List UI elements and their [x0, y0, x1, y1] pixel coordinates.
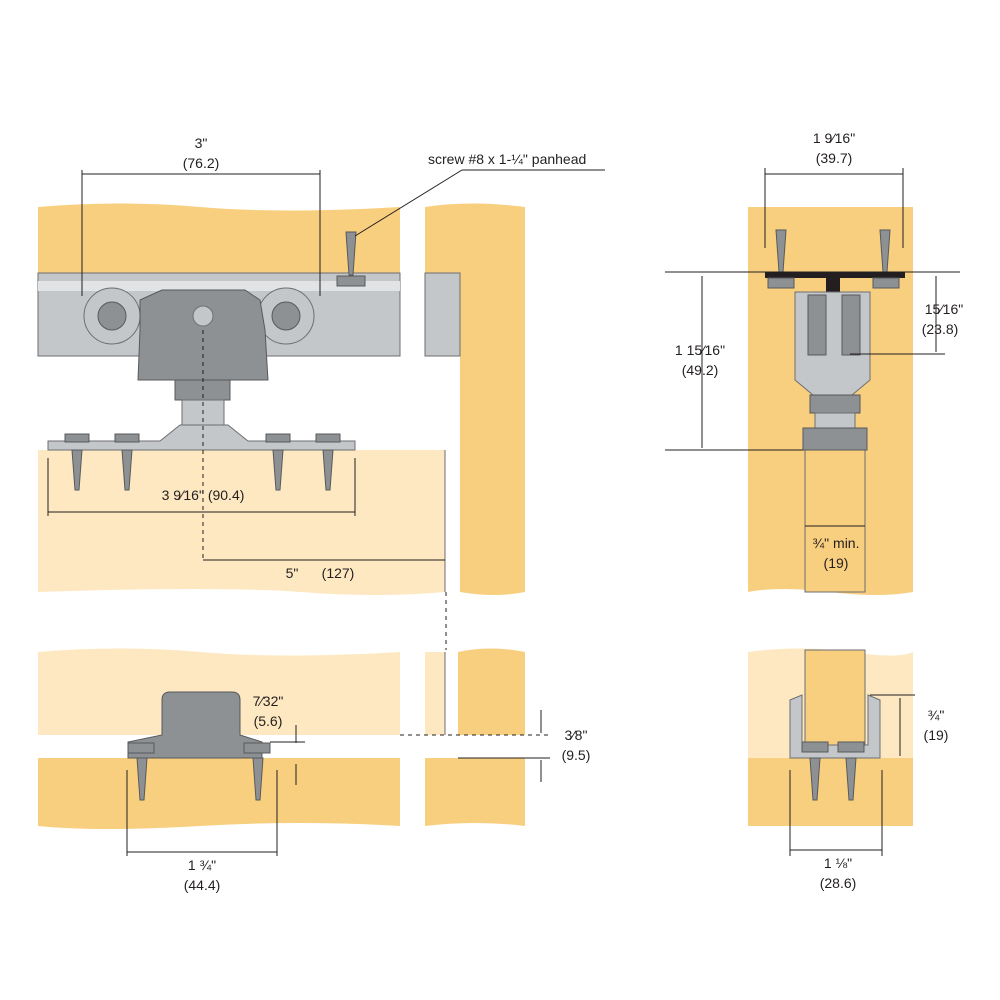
plate-screws — [64, 433, 341, 491]
dim-channel-height: ¾" — [928, 707, 945, 723]
dim-guide-height: 7⁄32" — [253, 693, 284, 709]
dim-door-thickness: ¾" min. — [813, 535, 860, 551]
roller-carriage — [137, 289, 269, 381]
dim-roller-spacing-mm: (76.2) — [183, 155, 220, 171]
dim-offset: 5" — [286, 565, 299, 581]
dim-track-width: 1 9⁄16" — [813, 130, 855, 146]
dim-door-gap: 3⁄8" — [565, 727, 588, 743]
door-panel-top — [38, 450, 445, 595]
dim-channel-width-mm: (28.6) — [820, 875, 857, 891]
side-roller-left — [807, 294, 827, 356]
side-view-bottom: ¾" (19) 1 ⅛" (28.6) — [748, 648, 949, 891]
side-roller-right — [841, 294, 861, 356]
side-nut — [809, 394, 861, 414]
dim-roller-spacing: 3" — [195, 135, 208, 151]
roller-hub-right — [271, 301, 301, 331]
header-board — [38, 203, 400, 273]
jamb-bottom — [458, 648, 525, 735]
dim-channel-height-mm: (19) — [924, 727, 949, 743]
guide-screws — [127, 742, 271, 801]
side-door — [805, 450, 865, 592]
roller-hub-left — [97, 301, 127, 331]
dim-door-thickness-mm: (19) — [824, 555, 849, 571]
floor-board — [38, 758, 400, 829]
side-view-top: 1 9⁄16" (39.7) 1 15⁄16" (49.2) 15⁄16" (2… — [665, 130, 963, 595]
jamb — [425, 203, 525, 595]
side-door-bottom — [805, 650, 865, 750]
floor-guide — [127, 691, 263, 759]
header-screw — [336, 231, 366, 287]
carriage-pivot — [192, 305, 214, 327]
front-view-bottom: 7⁄32" (5.6) 3⁄8" (9.5) 1 ¾" (44.4) — [38, 648, 591, 893]
dim-track-depth: 15⁄16" — [925, 301, 963, 317]
mounting-plate — [47, 424, 356, 451]
dim-guide-spacing-mm: (44.4) — [184, 877, 221, 893]
side-floor — [748, 758, 913, 826]
dim-offset-mm: (127) — [322, 565, 355, 581]
door-panel-bottom-right — [425, 652, 445, 735]
dim-track-depth-mm: (23.8) — [922, 321, 959, 337]
side-mount-plate — [802, 427, 868, 451]
dim-track-width-mm: (39.7) — [816, 150, 853, 166]
dim-door-gap-mm: (9.5) — [562, 747, 591, 763]
track-highlight — [38, 281, 400, 291]
callout-screw-spec: screw #8 x 1-¼" panhead — [428, 151, 586, 167]
dim-track-to-door: 1 15⁄16" — [675, 342, 725, 358]
side-stud — [814, 412, 856, 429]
dim-guide-spacing: 1 ¾" — [188, 857, 216, 873]
floor-board-right — [425, 758, 525, 826]
dim-channel-width: 1 ⅛" — [824, 855, 852, 871]
dim-track-to-door-mm: (49.2) — [682, 362, 719, 378]
front-view-top: 3" (76.2) screw #8 x 1-¼" panhead 3 9⁄16… — [37, 135, 605, 595]
dim-guide-height-mm: (5.6) — [254, 713, 283, 729]
callout-leader — [354, 169, 463, 237]
track-rail-end — [424, 272, 461, 357]
side-track-screws — [767, 229, 900, 289]
dim-plate-width: 3 9⁄16" (90.4) — [162, 487, 245, 503]
side-guide-screws — [801, 741, 865, 801]
